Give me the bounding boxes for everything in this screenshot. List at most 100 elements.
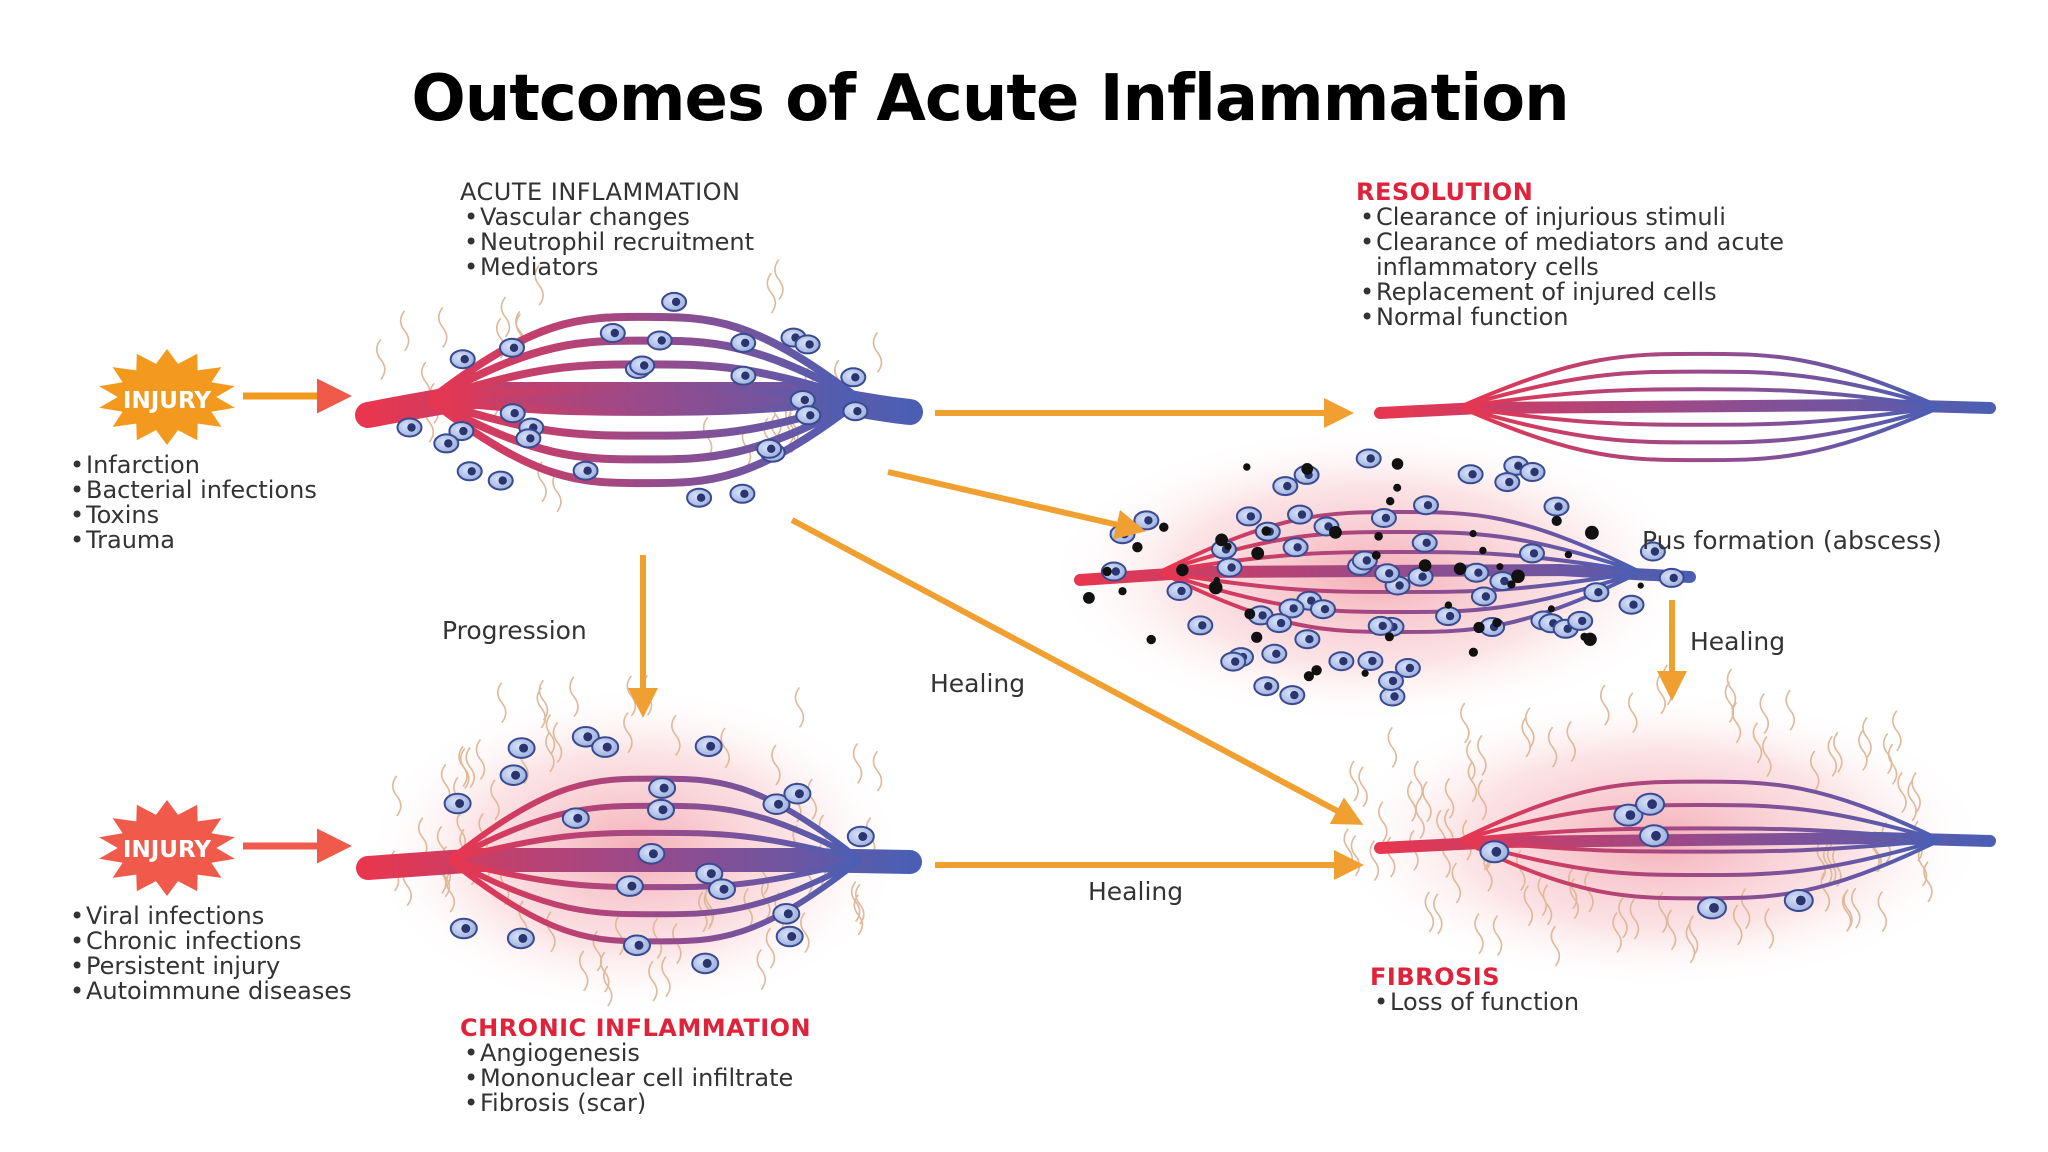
cell-nucleus (774, 799, 783, 809)
fiber-strand (578, 950, 589, 992)
cell-nucleus (1305, 635, 1314, 644)
fiber-strand (1413, 760, 1424, 802)
inflammatory-cells (396, 291, 1814, 975)
fiber-strand (1474, 913, 1484, 955)
fiber-strand (1424, 891, 1435, 933)
fiber-strand (490, 779, 500, 821)
cell-nucleus (1378, 621, 1387, 631)
cell-nucleus (1272, 649, 1281, 658)
cell-nucleus (1445, 611, 1455, 621)
fiber-strand (475, 739, 486, 781)
acute-item: Mediators (460, 255, 754, 280)
pus-particle (1386, 497, 1395, 506)
cell-nucleus (1505, 477, 1514, 487)
cell-nucleus (1177, 586, 1186, 596)
injury-cause: Trauma (66, 528, 317, 553)
cell-nucleus (1578, 616, 1587, 626)
pus-particle (1384, 632, 1394, 642)
pus-particle (1453, 562, 1467, 576)
injury-cause: Infarction (66, 453, 317, 478)
cell-nucleus (1651, 830, 1661, 841)
cell-nucleus (702, 958, 712, 968)
capillary-branch (449, 829, 861, 863)
capillary-branch (1459, 838, 1941, 901)
fibrosis-block: FIBROSIS Loss of function (1370, 965, 1579, 1015)
cell-nucleus (1246, 512, 1256, 521)
fiber-strand (1726, 668, 1737, 710)
injury-burst-bottom: INJURY (99, 800, 352, 896)
injury-burst-top: INJURY (99, 349, 352, 445)
fiber-strand (1415, 798, 1425, 840)
fiber-strand (1378, 801, 1388, 843)
fiber-strand (853, 894, 864, 936)
resolution-item: Clearance of mediators and acute inflamm… (1356, 230, 1916, 280)
fiber-strand (852, 742, 863, 784)
cell-nucleus (740, 489, 749, 498)
cell-nucleus (1650, 547, 1660, 556)
cell-nucleus (1111, 567, 1121, 576)
pus-particle (1301, 463, 1314, 475)
fiber-strand (1923, 861, 1933, 903)
cell-nucleus (719, 884, 729, 894)
cell-nucleus (794, 789, 804, 799)
pus-particle (1583, 632, 1597, 646)
cell-nucleus (1514, 461, 1523, 470)
pus-particle (1547, 605, 1555, 613)
fiber-strand (1833, 731, 1843, 773)
pus-particle (1361, 669, 1369, 677)
fiber-strand (1550, 925, 1561, 967)
cell-nucleus (706, 741, 716, 751)
arrow-healing-diagonal (790, 517, 1364, 825)
cell-nucleus (1231, 657, 1240, 666)
cell-nucleus (455, 799, 465, 808)
pus-particle (1469, 530, 1477, 538)
chronic-item: Angiogenesis (460, 1041, 811, 1066)
fiber-strand (536, 687, 547, 729)
cell-nucleus (1276, 618, 1286, 628)
cell-nucleus (805, 340, 814, 349)
fiber-strand (756, 948, 767, 990)
cell-nucleus (460, 355, 469, 364)
fiber-strand (437, 306, 448, 348)
pus-particle (1261, 526, 1272, 536)
fiber-strand (854, 883, 865, 925)
injury-label-bottom: INJURY (123, 837, 211, 863)
fiber-strand (1911, 771, 1921, 813)
fiber-strand (1369, 840, 1380, 882)
cell-nucleus (573, 813, 583, 823)
fiber-strand (1907, 780, 1917, 822)
arrow-to-abscess (887, 469, 1146, 540)
outcome-arrows (628, 398, 1687, 880)
cell-nucleus (1669, 573, 1678, 583)
cell-nucleus (767, 444, 776, 453)
cell-nucleus (1625, 810, 1636, 820)
fiber-strand (1759, 693, 1770, 735)
pus-particle (1329, 526, 1342, 539)
fiber-strand (1843, 889, 1853, 931)
pus-particle (1551, 515, 1562, 527)
fiber-strand (538, 679, 549, 721)
cell-nucleus (1366, 454, 1375, 463)
fiber-strand (872, 331, 883, 373)
chronic-item: Fibrosis (scar) (460, 1091, 811, 1116)
cell-nucleus (800, 395, 809, 405)
fiber-strand (720, 727, 730, 769)
injury-cause: Chronic infections (66, 929, 352, 954)
fiber-strand (1785, 689, 1796, 731)
cell-nucleus (459, 426, 468, 436)
cell-nucleus (853, 407, 862, 416)
fiber-strand (1892, 710, 1902, 752)
capillary-branch (1459, 779, 1941, 842)
cell-nucleus (1385, 569, 1394, 578)
cell-nucleus (1390, 692, 1399, 701)
fiber-strand (1732, 904, 1743, 946)
fiber-strand (661, 956, 671, 998)
cell-nucleus (1227, 563, 1236, 572)
pus-particle (1637, 582, 1644, 589)
healing-label-right: Healing (1690, 627, 1786, 656)
pus-particle (1468, 647, 1478, 657)
resolution-item: Clearance of injurious stimuli (1356, 205, 1916, 230)
cell-nucleus (526, 434, 535, 443)
pus-particle (1251, 631, 1263, 643)
pus-particle (1224, 542, 1232, 551)
